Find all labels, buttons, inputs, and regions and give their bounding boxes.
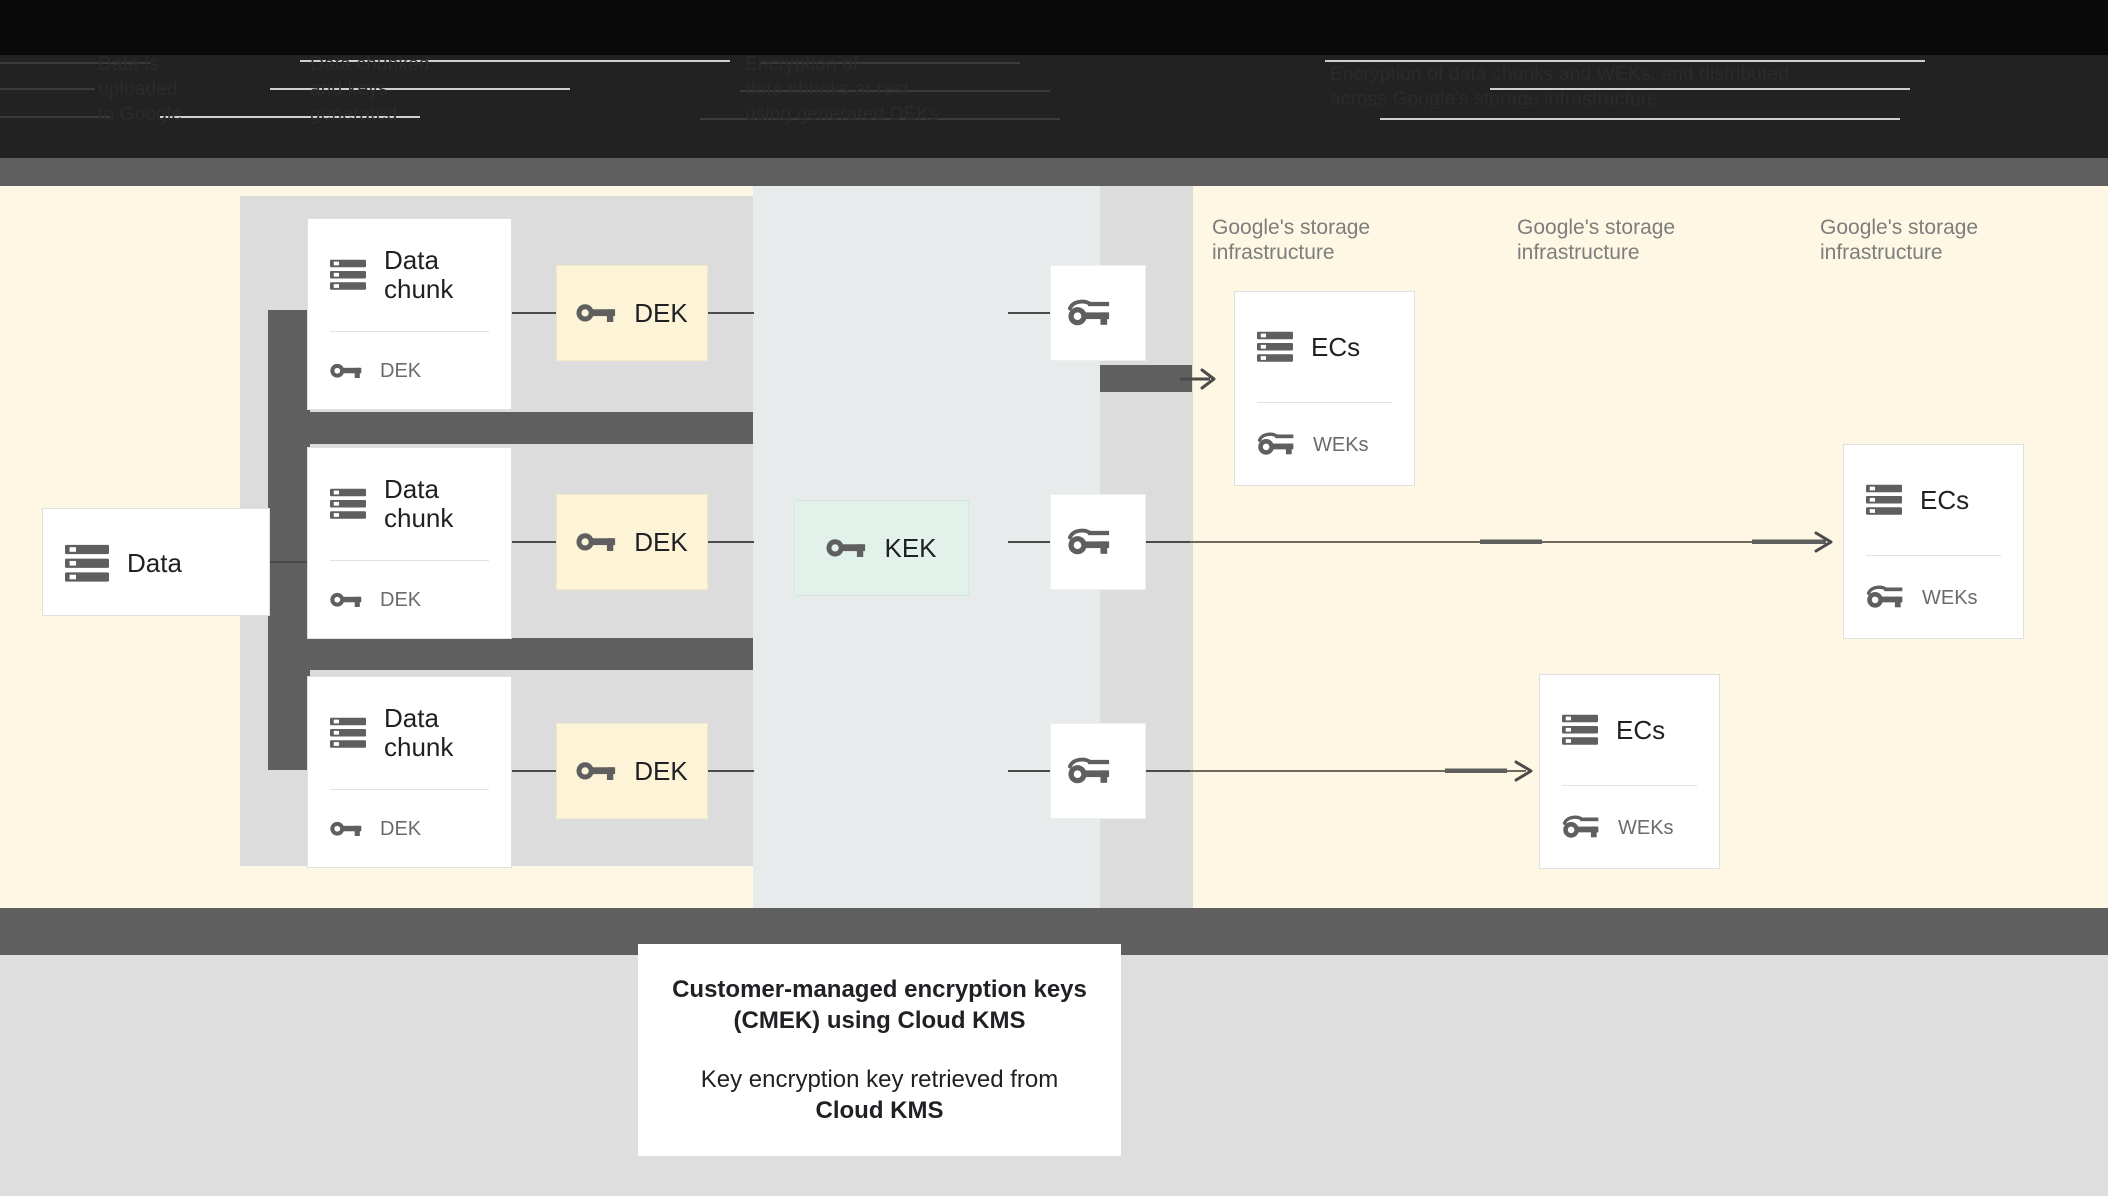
header-band-inner: [0, 55, 2108, 158]
bracket-arm-top: [268, 412, 753, 444]
card-ecs-3-sub: WEKs: [1618, 816, 1674, 839]
connector-data-to-bracket: [270, 561, 310, 563]
box-dek-3-label: DEK: [634, 755, 688, 786]
card-data-chunk-3-title: Data chunk: [384, 703, 454, 762]
card-ecs-2[interactable]: ECs WEKs: [1843, 444, 2024, 639]
card-divider: [1257, 402, 1392, 403]
box-kek-label: KEK: [884, 532, 937, 563]
connector-dek2-right: [708, 541, 754, 543]
bracket-arm-mid: [268, 638, 753, 670]
box-dek-3[interactable]: DEK: [556, 723, 708, 819]
connector-kek-to-wek2: [1008, 541, 1050, 543]
storage-icon: [1866, 485, 1902, 515]
caption-card: Customer-managed encryption keys (CMEK) …: [638, 944, 1121, 1156]
key-icon: [576, 533, 616, 552]
arrow-stub-row3: [1146, 770, 1208, 772]
storage-icon: [65, 544, 109, 582]
label-storage-1: Google's storage infrastructure: [1212, 216, 1371, 264]
header-col-2: Data chunked and keys generated: [310, 54, 430, 125]
wrapped-key-icon: [1067, 528, 1110, 554]
card-ecs-1-title: ECs: [1311, 331, 1361, 362]
storage-icon: [330, 489, 366, 519]
card-data-chunk-1[interactable]: Data chunk DEK: [307, 218, 512, 410]
header-col-3: Encryption of data chunks at rest using …: [745, 54, 940, 125]
caption-normal-line: Key encryption key retrieved from: [700, 1066, 1059, 1093]
arrow-head-row1: [1180, 368, 1216, 390]
wrapped-key-icon: [1562, 815, 1599, 838]
card-ecs-3[interactable]: ECs WEKs: [1539, 674, 1720, 869]
storage-icon: [330, 260, 366, 290]
card-divider: [330, 331, 489, 332]
box-dek-2[interactable]: DEK: [556, 494, 708, 590]
storage-icon: [1562, 715, 1598, 745]
bracket-trunk: [268, 310, 310, 770]
card-ecs-3-title: ECs: [1616, 714, 1666, 745]
caption-bold-line-1: Customer-managed encryption keys: [672, 976, 1087, 1003]
card-divider: [330, 789, 489, 790]
card-ecs-2-sub: WEKs: [1922, 586, 1978, 609]
arrow-long-row3: [1190, 760, 1533, 782]
card-ecs-1-sub: WEKs: [1313, 433, 1369, 456]
storage-icon: [330, 718, 366, 748]
label-storage-3: Google's storage infrastructure: [1820, 216, 1979, 264]
box-dek-1-label: DEK: [634, 297, 688, 328]
wrapped-key-icon: [1257, 432, 1294, 455]
card-data-chunk-2-sub: DEK: [380, 589, 422, 611]
header-col-4: Encryption of data chunks and WEKs, and …: [1330, 64, 1790, 110]
card-source-data[interactable]: Data: [42, 508, 270, 616]
caption-bold-line-2: (CMEK) using Cloud KMS: [733, 1007, 1026, 1034]
wrapped-key-icon: [1067, 757, 1110, 783]
header-divider-strip: [0, 158, 2108, 186]
connector-to-wek3: [1008, 770, 1050, 772]
connector-dek3-right: [708, 770, 754, 772]
key-icon: [576, 762, 616, 781]
card-source-data-label: Data: [127, 547, 182, 578]
key-icon: [330, 822, 362, 837]
box-dek-1[interactable]: DEK: [556, 265, 708, 361]
wrapped-key-icon: [1067, 299, 1110, 325]
card-data-chunk-3-sub: DEK: [380, 818, 422, 840]
key-icon: [330, 593, 362, 608]
box-wek-1[interactable]: [1050, 265, 1146, 361]
arrow-bar-row1: [1100, 365, 1192, 392]
key-icon: [826, 539, 866, 558]
card-divider: [330, 560, 489, 561]
card-divider: [1866, 555, 2001, 556]
arrow-long-row2: [1190, 531, 1833, 553]
arrow-stub-row2: [1146, 541, 1208, 543]
connector-dek1-right: [708, 312, 754, 314]
box-wek-2[interactable]: [1050, 494, 1146, 590]
connector-chunk3-dek3: [512, 770, 556, 772]
box-dek-2-label: DEK: [634, 526, 688, 557]
header-col-1: Data is uploaded to Google: [98, 54, 183, 125]
card-data-chunk-2[interactable]: Data chunk DEK: [307, 447, 512, 639]
card-ecs-2-title: ECs: [1920, 484, 1970, 515]
box-wek-3[interactable]: [1050, 723, 1146, 819]
card-data-chunk-1-sub: DEK: [380, 360, 422, 382]
box-kek[interactable]: KEK: [794, 500, 969, 596]
card-data-chunk-2-title: Data chunk: [384, 474, 454, 533]
wrapped-key-icon: [1866, 585, 1903, 608]
caption-bold-line-3: Cloud KMS: [815, 1097, 944, 1124]
key-icon: [576, 304, 616, 323]
connector-chunk1-dek1: [512, 312, 556, 314]
connector-to-wek1: [1008, 312, 1050, 314]
card-data-chunk-1-title: Data chunk: [384, 245, 454, 304]
card-divider: [1562, 785, 1697, 786]
key-icon: [330, 364, 362, 379]
label-storage-2: Google's storage infrastructure: [1517, 216, 1676, 264]
storage-icon: [1257, 332, 1293, 362]
card-ecs-1[interactable]: ECs WEKs: [1234, 291, 1415, 486]
connector-chunk2-dek2: [512, 541, 556, 543]
card-data-chunk-3[interactable]: Data chunk DEK: [307, 676, 512, 868]
